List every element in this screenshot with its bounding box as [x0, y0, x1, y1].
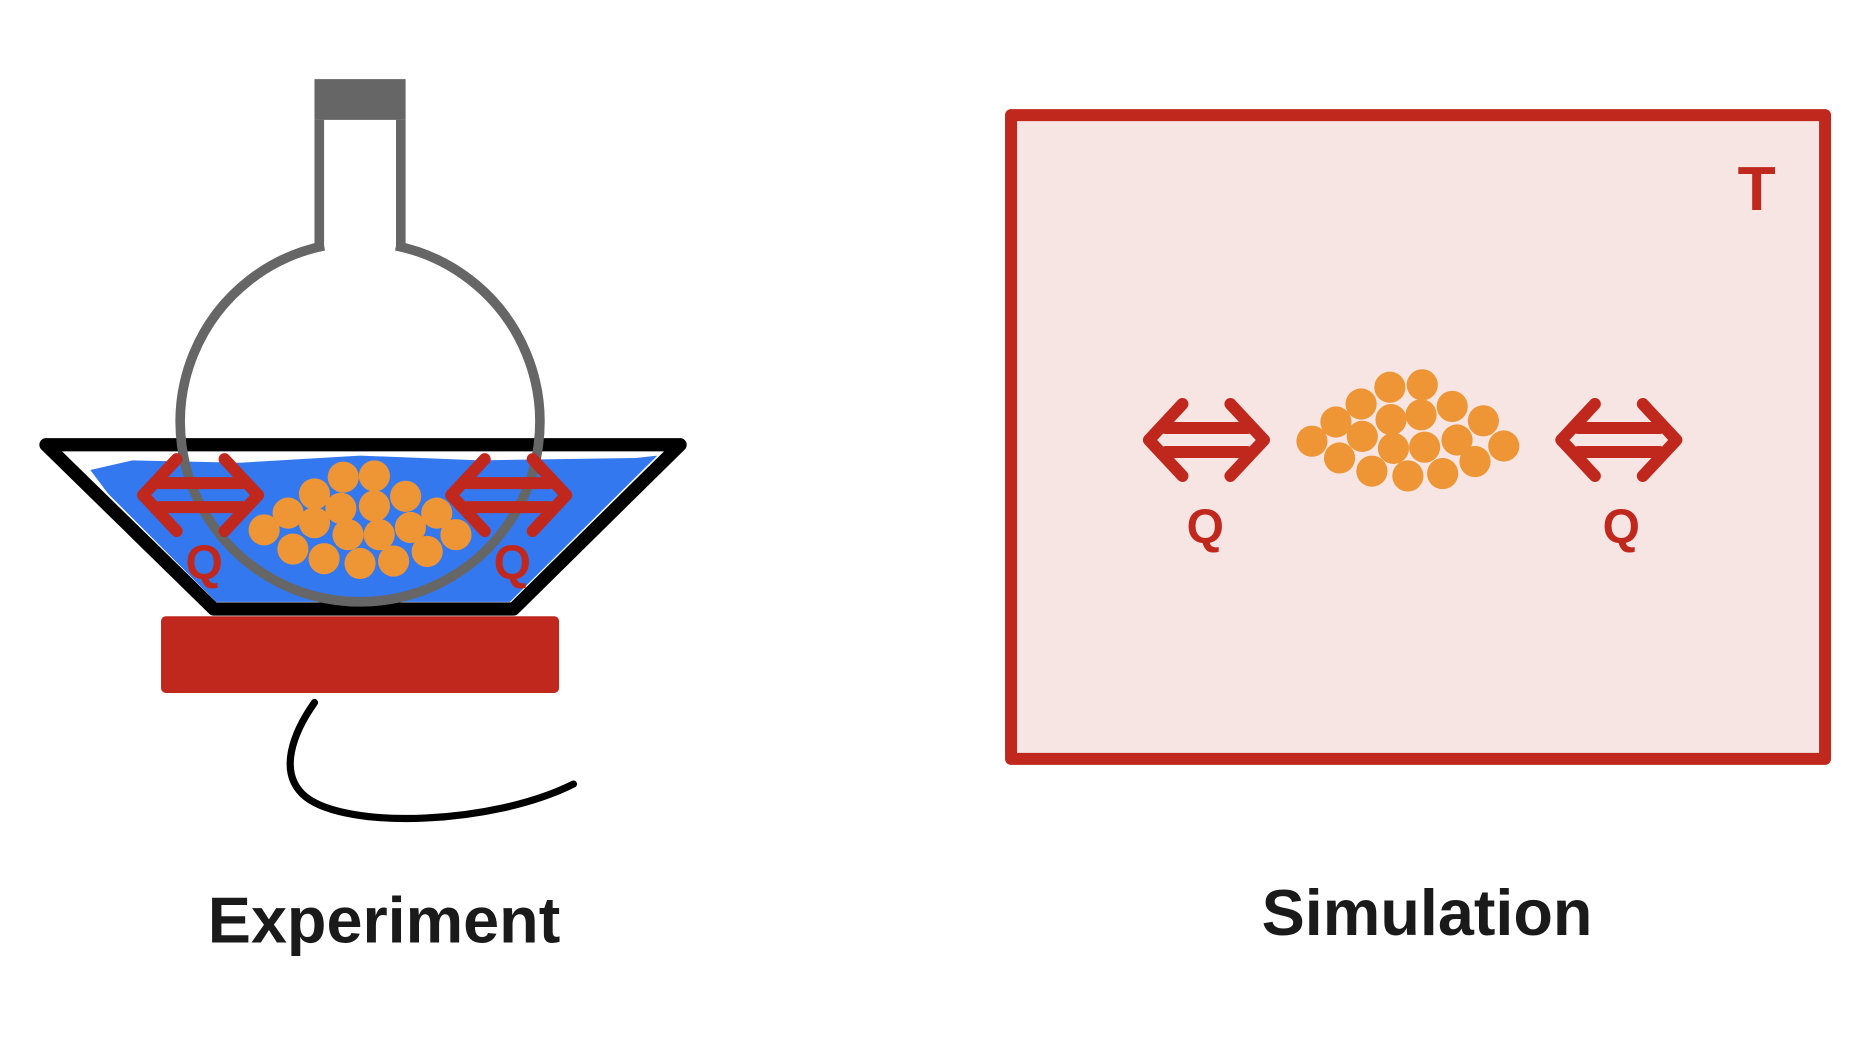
- particle: [1427, 457, 1459, 490]
- heat-label-right: Q: [494, 537, 531, 590]
- heat-flow-arrow-left: [137, 453, 265, 538]
- heat-label-left: Q: [186, 537, 223, 590]
- particle: [1375, 404, 1407, 436]
- simulation-particles: [1296, 369, 1520, 492]
- simulation-label: Simulation: [1262, 876, 1593, 949]
- particle: [308, 543, 340, 575]
- power-cord: [286, 698, 578, 823]
- particle: [1374, 371, 1406, 403]
- particle: [390, 480, 422, 512]
- particle: [1323, 442, 1356, 474]
- flask-stopper: [314, 79, 406, 120]
- particle: [248, 514, 280, 546]
- particle: [378, 545, 410, 577]
- particle: [1392, 460, 1424, 492]
- heat-label-left: Q: [1187, 501, 1224, 554]
- particle: [1377, 432, 1410, 464]
- bath-bowl: [39, 438, 687, 616]
- particle: [327, 461, 359, 493]
- experiment-label: Experiment: [208, 883, 560, 956]
- particle: [1356, 455, 1388, 487]
- double-arrow-icon: [1555, 398, 1683, 482]
- particle: [363, 519, 395, 551]
- particle: [332, 519, 364, 551]
- particle: [1296, 425, 1328, 457]
- heat-flow-arrow-right: [445, 453, 573, 538]
- particle: [1467, 405, 1499, 437]
- particle: [1320, 406, 1352, 438]
- particle: [1436, 390, 1468, 422]
- particle: [344, 547, 376, 580]
- double-arrow-icon: [445, 453, 573, 538]
- particle: [277, 533, 309, 565]
- double-arrow-icon: [137, 453, 265, 538]
- experiment-panel: Q Q Experiment: [39, 79, 687, 956]
- hot-plate: [161, 616, 560, 693]
- particle: [1409, 431, 1441, 463]
- flask: [175, 79, 545, 607]
- particle: [1488, 430, 1520, 462]
- double-arrow-icon: [1142, 398, 1270, 482]
- particle: [411, 535, 443, 568]
- particle: [298, 478, 331, 510]
- experiment-particles: [248, 460, 472, 580]
- particle: [1459, 445, 1491, 478]
- particle: [394, 511, 426, 544]
- simulation-panel: T Q Q Simulation: [1005, 109, 1832, 949]
- particle: [440, 519, 472, 551]
- particle: [272, 497, 304, 529]
- particle: [358, 460, 391, 492]
- particle: [1441, 424, 1473, 456]
- particle: [421, 497, 453, 529]
- particle: [1346, 420, 1378, 452]
- particle: [298, 507, 331, 539]
- particle: [1406, 369, 1438, 401]
- particle: [1405, 399, 1437, 431]
- heat-label-right: Q: [1603, 501, 1640, 554]
- particle: [1345, 388, 1377, 420]
- temperature-label: T: [1738, 155, 1776, 224]
- particle: [325, 492, 357, 524]
- heat-flow-arrow-left: [1142, 398, 1270, 482]
- heat-flow-arrow-right: [1555, 398, 1683, 482]
- particle: [358, 490, 391, 522]
